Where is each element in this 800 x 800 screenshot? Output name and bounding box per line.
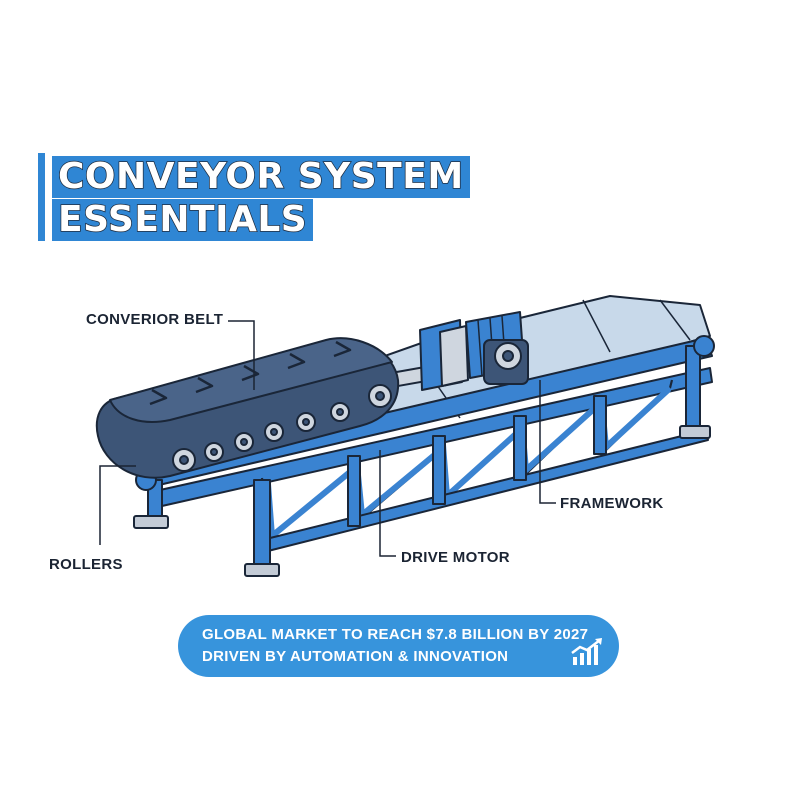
frame-leg: [253, 479, 271, 571]
leader-rollers: [99, 465, 136, 545]
page-title-line-1: CONVEYOR SYSTEM: [52, 155, 470, 198]
leader-framework: [539, 380, 556, 504]
banner-line-1: GLOBAL MARKET TO REACH $7.8 BILLION BY 2…: [202, 626, 589, 643]
frame-leg: [685, 345, 701, 429]
label-framework: FRAMEWORK: [560, 495, 664, 512]
belt-chevron: [287, 352, 306, 370]
bed-seam: [659, 299, 691, 341]
page-title-line-2: ESSENTIALS: [52, 198, 314, 241]
belt-chevron: [149, 388, 168, 406]
belt-chevron: [241, 364, 260, 382]
end-roller: [693, 335, 715, 357]
frame-leg: [593, 395, 607, 455]
bed-seam: [582, 299, 611, 353]
belt-chevron: [195, 376, 214, 394]
drive-motor-front-plate: [439, 325, 469, 387]
label-rollers: ROLLERS: [49, 556, 123, 573]
frame-leg: [432, 435, 446, 505]
growth-chart-icon: [571, 638, 602, 665]
frame-leg: [347, 455, 361, 527]
leader-motor: [379, 450, 396, 557]
market-banner: GLOBAL MARKET TO REACH $7.8 BILLION BY 2…: [178, 615, 619, 677]
foot-plate: [244, 563, 280, 577]
frame-leg: [513, 415, 527, 481]
conveyor-belt-top: [109, 337, 393, 423]
banner-line-2: DRIVEN BY AUTOMATION & INNOVATION: [202, 648, 509, 665]
title-accent-bar: [38, 153, 45, 241]
foot-plate: [133, 515, 169, 529]
leader-belt: [228, 320, 255, 390]
foot-plate: [679, 425, 711, 439]
label-conveyor-belt: CONVERIOR BELT: [86, 311, 224, 328]
label-drive-motor: DRIVE MOTOR: [401, 549, 510, 566]
belt-chevron: [333, 340, 352, 358]
